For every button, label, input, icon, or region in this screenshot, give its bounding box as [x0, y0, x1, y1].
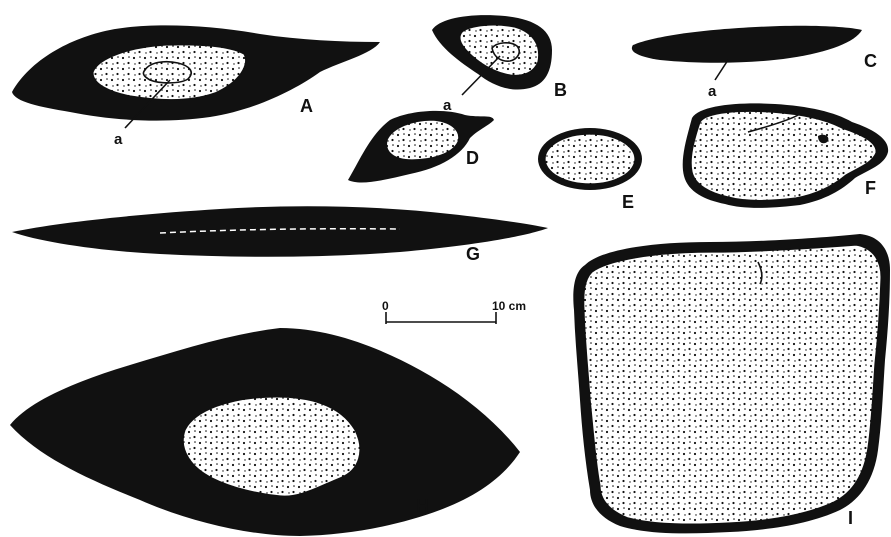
- panel-i-label: I: [848, 508, 853, 528]
- panel-a-marker: a: [114, 131, 123, 148]
- panel-g-label: G: [466, 244, 480, 264]
- panel-c-marker: a: [708, 83, 717, 100]
- panel-f-label: F: [865, 178, 876, 198]
- scale-bar: 0 10 cm: [382, 299, 526, 324]
- panel-c: a C: [632, 26, 877, 100]
- panel-e-label: E: [622, 192, 634, 212]
- panel-d: D: [348, 111, 494, 183]
- panel-f: F: [683, 103, 888, 207]
- panel-c-rim: [632, 26, 862, 63]
- panel-i: I: [573, 234, 890, 533]
- panel-b: a B: [432, 15, 567, 114]
- panel-e-core: [545, 134, 635, 184]
- scale-bar-end-label: 10 cm: [492, 299, 526, 313]
- panel-h: H: [10, 328, 520, 536]
- panel-a: a A: [12, 25, 380, 148]
- panel-a-label: A: [300, 96, 313, 116]
- panel-c-leader: [715, 60, 728, 80]
- panel-h-label: H: [416, 496, 429, 516]
- panel-b-label: B: [554, 80, 567, 100]
- panel-c-label: C: [864, 51, 877, 71]
- scale-bar-start-label: 0: [382, 299, 389, 313]
- panel-e: E: [538, 128, 642, 212]
- panel-d-label: D: [466, 148, 479, 168]
- panel-g: G: [12, 206, 548, 264]
- panel-i-core: [584, 245, 881, 524]
